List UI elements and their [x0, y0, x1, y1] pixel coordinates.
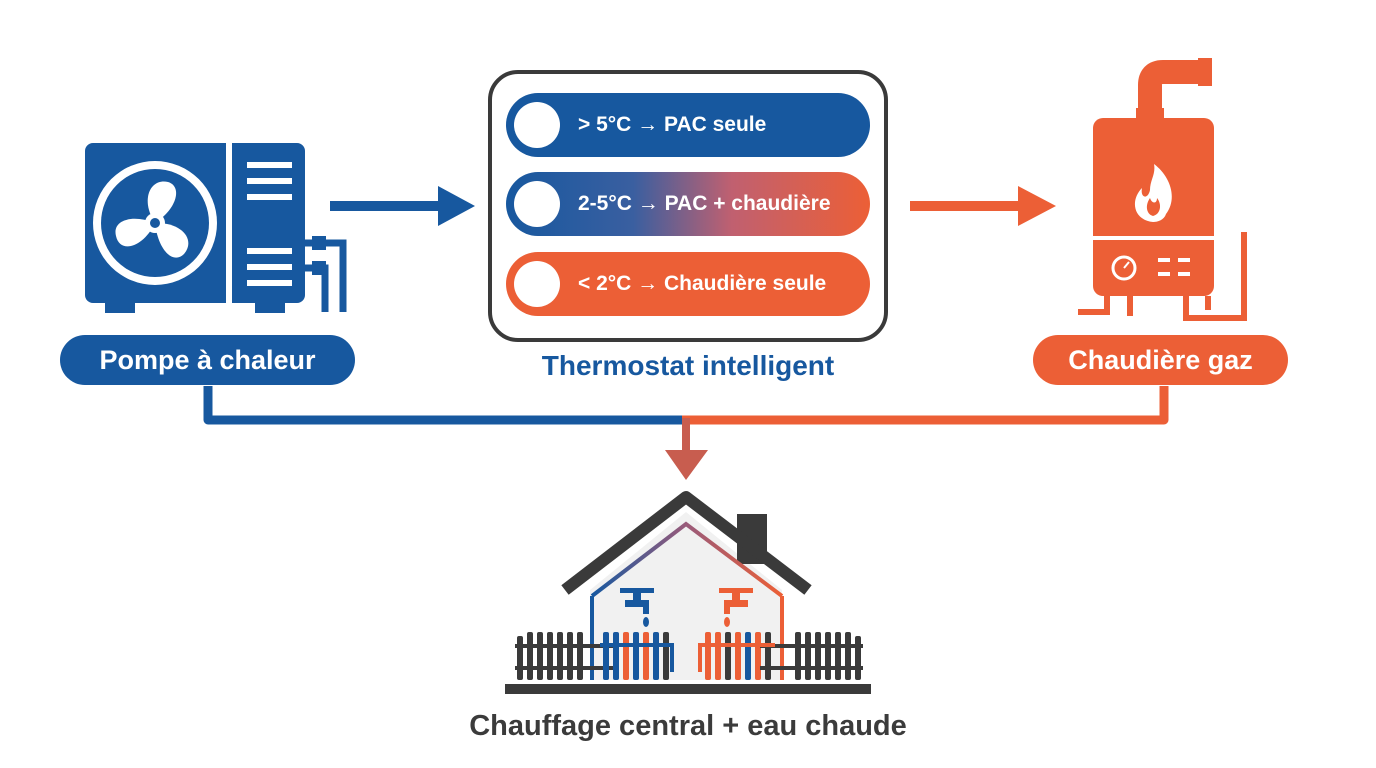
- house-radiators-icon: [505, 491, 871, 694]
- mode-label: < 2°C → Chaudière seule: [578, 272, 827, 295]
- mode-label: 2-5°C → PAC + chaudière: [578, 192, 831, 215]
- thermostat-title: Thermostat intelligent: [541, 350, 835, 381]
- gas-boiler-label: Chaudière gaz: [1033, 335, 1288, 385]
- mode-indicator-icon: [514, 102, 560, 148]
- mode-row-2-to-5: 2-5°C → PAC + chaudière: [506, 172, 870, 236]
- house-label: Chauffage central + eau chaude: [469, 710, 907, 742]
- gas-boiler-icon: [1078, 58, 1247, 321]
- mode-row-above-5: > 5°C → PAC seule: [506, 93, 870, 157]
- heat-pump-outdoor-unit-icon: [85, 143, 347, 313]
- connector-lines: [203, 386, 1169, 480]
- radiator-right: [760, 632, 863, 680]
- mode-indicator-icon: [514, 181, 560, 227]
- heat-pump-label: Pompe à chaleur: [60, 335, 355, 385]
- arrow-to-thermostat: [330, 186, 475, 226]
- cold-tap-icon: [620, 588, 654, 627]
- flame-icon: [1134, 164, 1172, 222]
- mode-label: > 5°C → PAC seule: [578, 113, 767, 136]
- mode-indicator-icon: [514, 261, 560, 307]
- hot-tap-icon: [719, 588, 753, 627]
- arrow-to-boiler: [910, 186, 1056, 226]
- mode-row-below-2: < 2°C → Chaudière seule: [506, 252, 870, 316]
- radiator-left: [515, 632, 615, 680]
- fan-icon: [115, 181, 189, 258]
